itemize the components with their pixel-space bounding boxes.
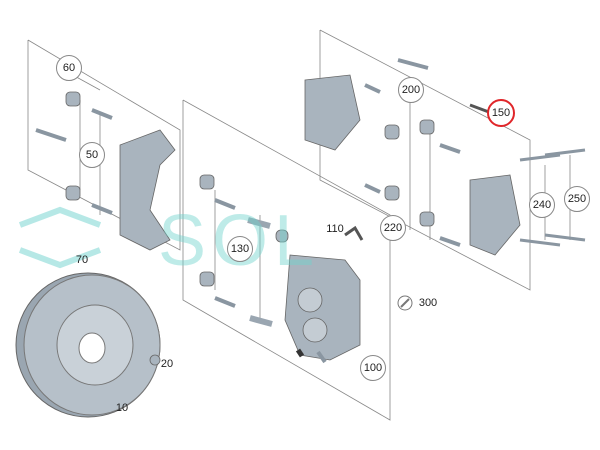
part-label-10: 10 <box>115 402 129 414</box>
part-label-220: 220 <box>380 215 406 241</box>
part-label-250: 250 <box>564 186 590 212</box>
part-label-60: 60 <box>56 55 82 81</box>
wrench-icon <box>397 295 413 311</box>
part-label-150-highlighted: 150 <box>487 99 515 127</box>
part-label-100: 100 <box>360 355 386 381</box>
part-label-70: 70 <box>75 254 89 266</box>
part-label-20: 20 <box>160 358 174 370</box>
brake-pad-outer <box>469 174 521 256</box>
parts <box>35 58 586 366</box>
part-label-50: 50 <box>79 142 105 168</box>
brake-rotor <box>15 272 161 418</box>
brake-pad-inner <box>304 74 361 151</box>
part-label-300: 300 <box>418 297 438 309</box>
part-label-240: 240 <box>529 192 555 218</box>
part-label-110: 110 <box>326 223 344 235</box>
part-label-200: 200 <box>398 77 424 103</box>
part-label-130: 130 <box>227 236 253 262</box>
caliper-bracket <box>119 129 176 251</box>
watermark-logo <box>18 206 102 269</box>
